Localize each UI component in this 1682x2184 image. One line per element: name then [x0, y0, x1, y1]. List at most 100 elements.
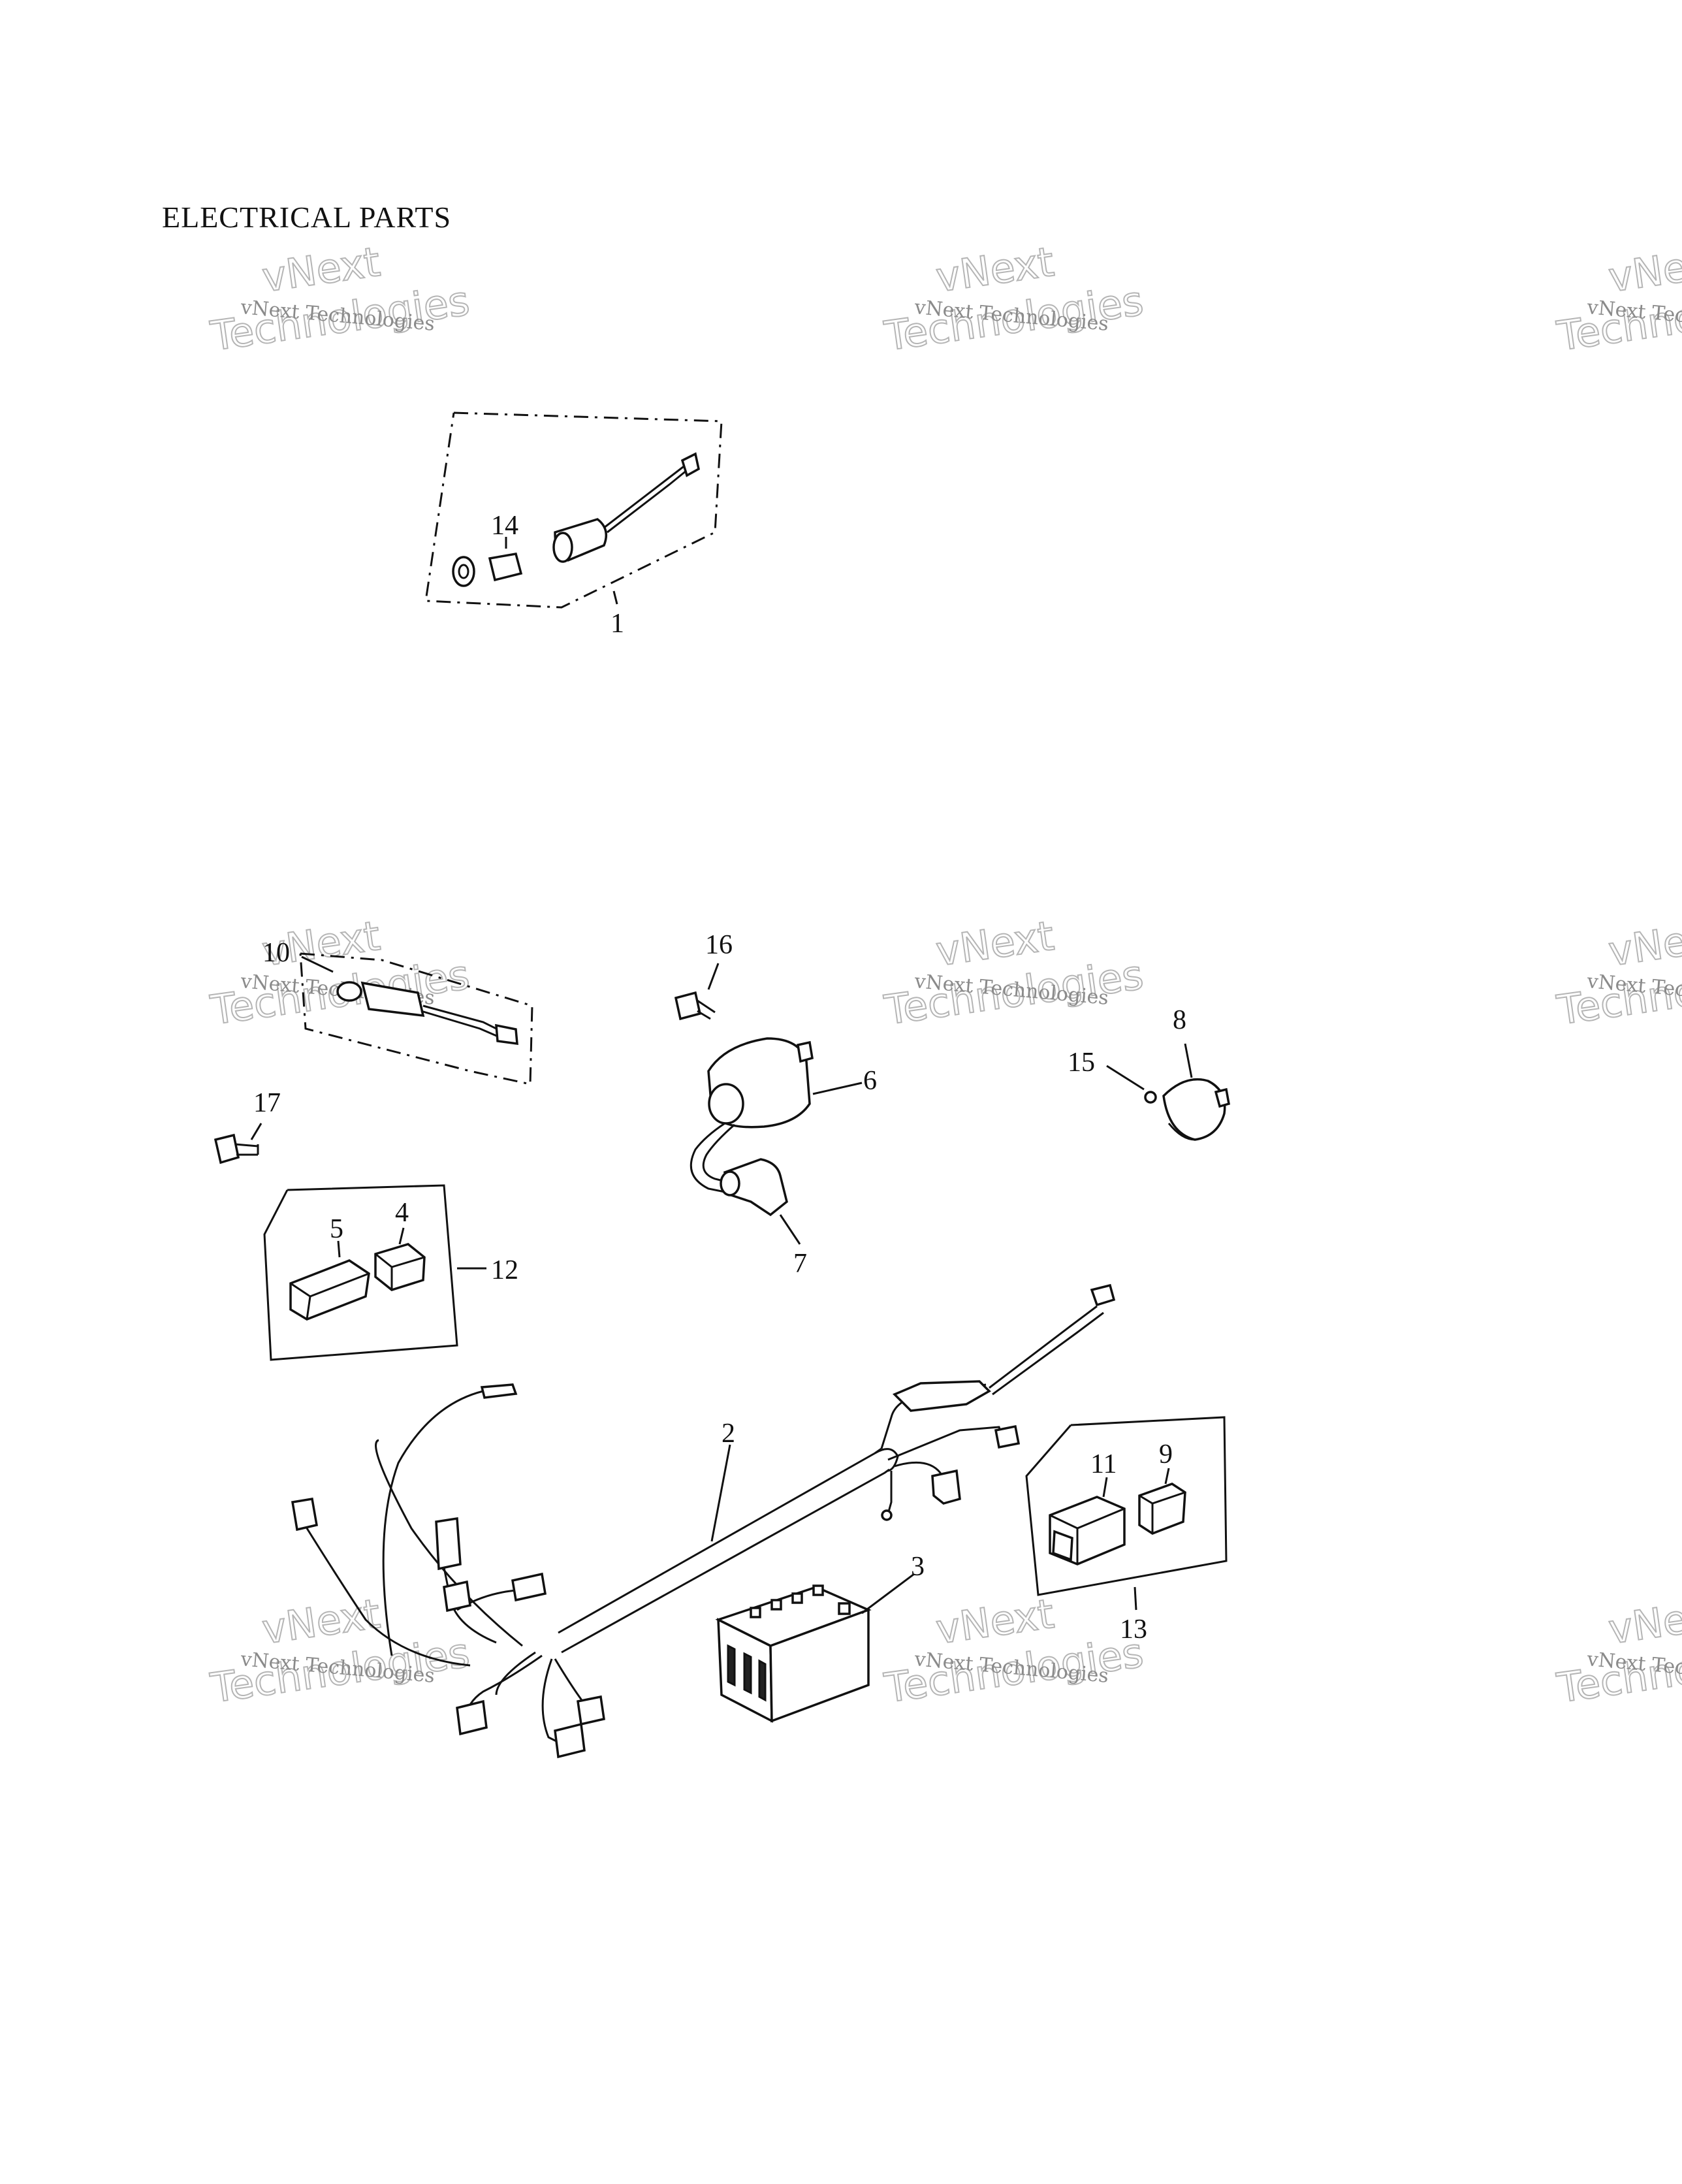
leader-15: [1106, 1065, 1145, 1091]
part-2-wiring-harness: 2: [291, 1283, 1116, 1759]
part-17-bolt: 17: [214, 1088, 281, 1164]
callout-6: 6: [863, 1066, 877, 1096]
switch-wire: [420, 1010, 500, 1038]
battery-terminal: [791, 1592, 803, 1604]
harness-long-wire: [382, 1390, 484, 1656]
watermark: vNext Technologies: [1553, 911, 1682, 1035]
callout-15: 15: [1068, 1048, 1095, 1078]
harness-connector: [931, 1469, 961, 1505]
callout-13: 13: [1120, 1614, 1147, 1645]
harness-connector: [443, 1580, 471, 1613]
leader-9: [1164, 1468, 1170, 1485]
harness-sleeve-end: [480, 1383, 518, 1399]
watermark: vNext Technologies: [881, 911, 1147, 1035]
group-12-box: [263, 1184, 458, 1361]
harness-branch: [306, 1528, 471, 1667]
callout-17: 17: [253, 1088, 281, 1118]
watermark: vNext Technologies: [1553, 1589, 1682, 1712]
page-title: ELECTRICAL PARTS: [162, 201, 452, 234]
ht-lead: [702, 1123, 735, 1183]
switch-body: [360, 981, 425, 1018]
regulator-edge: [1167, 1123, 1196, 1141]
part-9-switch: [1138, 1483, 1186, 1535]
callout-4: 4: [395, 1198, 409, 1228]
harness-branch: [894, 1461, 948, 1490]
watermark: vNext Technologies: [881, 1589, 1147, 1712]
part-15-screw: 15: [1068, 1048, 1157, 1104]
group-10-box: [299, 952, 533, 1085]
callout-5: 5: [330, 1214, 343, 1244]
bolt-shank: [234, 1143, 259, 1156]
part-5-relay: [289, 1259, 370, 1321]
harness-connector: [892, 1380, 991, 1412]
harness-connector: [435, 1517, 462, 1571]
harness-trunk: [561, 1468, 890, 1654]
harness-branch: [495, 1651, 536, 1695]
part-11-switch-button: [1052, 1530, 1073, 1562]
callout-2: 2: [722, 1419, 735, 1449]
battery-side: [769, 1608, 870, 1723]
part-6-ignition-coil: 6: [690, 1037, 877, 1193]
battery-cell-stripe: [758, 1659, 767, 1702]
harness-trunk: [874, 1448, 899, 1472]
harness-branch: [375, 1439, 523, 1647]
regulator-body: [1162, 1078, 1226, 1141]
part-4-relay: [374, 1243, 426, 1291]
battery-terminal: [750, 1607, 761, 1618]
sensor-face: [552, 532, 573, 563]
part-9-switch-edge: [1139, 1491, 1186, 1534]
callout-12: 12: [491, 1255, 518, 1285]
part-8-regulator: 8: [1162, 1005, 1231, 1141]
battery-terminal: [812, 1584, 824, 1596]
leader-4: [398, 1227, 405, 1245]
switch-connector: [495, 1023, 518, 1046]
harness-connector: [577, 1695, 605, 1726]
switch-wire: [422, 1004, 503, 1033]
part-14-cap: [488, 552, 523, 582]
battery-cell-stripe: [727, 1644, 736, 1687]
screw-head: [1144, 1091, 1157, 1104]
callout-3: 3: [911, 1552, 925, 1582]
part-4-relay-edge: [375, 1253, 425, 1290]
harness-connector: [511, 1572, 547, 1602]
watermark-big-top: vNext: [1606, 238, 1682, 301]
watermark: vNext Technologies: [207, 237, 473, 361]
watermark: vNext Technologies: [881, 237, 1147, 361]
group-10-switch-assembly: 10: [262, 938, 533, 1085]
leader-7: [779, 1214, 801, 1245]
watermark: vNext Technologies: [1553, 237, 1682, 361]
part-5-relay-edge: [290, 1272, 370, 1320]
washer-part: [452, 556, 475, 587]
leader-5: [337, 1240, 341, 1258]
watermark: vNext Technologies: [207, 1589, 473, 1712]
harness-branch: [541, 1658, 562, 1745]
leader-17: [250, 1123, 262, 1140]
harness-branch: [887, 1426, 1004, 1461]
harness-branch: [992, 1311, 1104, 1396]
harness-branch: [887, 1471, 893, 1515]
group-12-relay-assembly: 5 4 12: [263, 1184, 518, 1361]
battery-terminal: [838, 1602, 851, 1615]
callout-8: 8: [1173, 1005, 1186, 1035]
harness-branch: [989, 1305, 1098, 1389]
group-13-box: [1025, 1416, 1228, 1596]
callout-11: 11: [1090, 1449, 1117, 1479]
plug-cap-end: [720, 1170, 740, 1196]
leader-3: [861, 1573, 915, 1614]
coil-terminal: [797, 1040, 814, 1063]
part-7-plug-cap: 7: [720, 1158, 807, 1279]
group-1-sensor-assembly: 14 1: [424, 411, 723, 639]
leader-8: [1184, 1043, 1193, 1078]
harness-bulb-socket: [291, 1497, 319, 1532]
ht-lead: [690, 1122, 725, 1193]
switch-knob: [336, 981, 362, 1002]
bolt-head: [674, 991, 702, 1021]
group-1-box: [424, 411, 723, 609]
battery-cell-stripe: [743, 1652, 752, 1695]
leader-13: [1134, 1586, 1137, 1611]
harness-connector: [994, 1424, 1021, 1449]
leader-16: [707, 963, 720, 990]
leader-1: [612, 590, 618, 605]
callout-14: 14: [491, 511, 518, 541]
